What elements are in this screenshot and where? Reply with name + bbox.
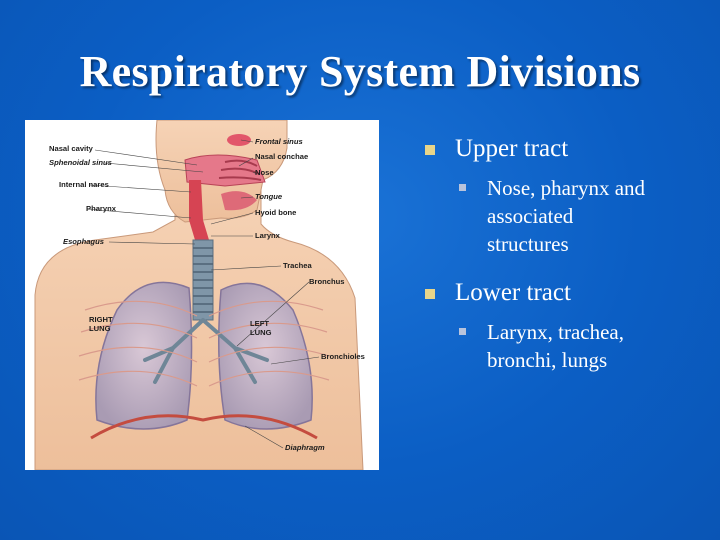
sub-bullet-upper-tract: Nose, pharynx and associated structures xyxy=(425,174,715,258)
sub-bullet-line: associated xyxy=(487,204,574,228)
label-nasal-cavity: Nasal cavity xyxy=(49,144,94,153)
bullet-square-icon xyxy=(425,145,435,155)
sub-bullet-line: Nose, pharynx and xyxy=(487,176,646,200)
bullet-text: Lower tract xyxy=(455,279,571,306)
label-larynx: Larynx xyxy=(255,231,281,240)
frontal-sinus-shape xyxy=(227,134,251,146)
bullet-upper-tract: Upper tract xyxy=(425,134,715,164)
sub-bullet-line: bronchi, lungs xyxy=(487,348,608,372)
tongue-shape xyxy=(221,191,257,211)
nasal-conchae-shape xyxy=(218,159,262,181)
label-sphenoidal-sinus: Sphenoidal sinus xyxy=(49,158,112,167)
bullet-lower-tract: Lower tract xyxy=(425,278,715,308)
bullet-square-icon xyxy=(425,289,435,299)
label-bronchioles: Bronchioles xyxy=(321,352,365,361)
label-right-lung-1: RIGHT xyxy=(89,315,113,324)
sub-bullet-line: Larynx, trachea, xyxy=(487,320,625,344)
label-bronchus: Bronchus xyxy=(309,277,344,286)
label-esophagus: Esophagus xyxy=(63,237,104,246)
diaphragm-shape xyxy=(90,414,318,440)
sub-bullet-line: structures xyxy=(487,232,569,256)
label-left-lung-2: LUNG xyxy=(250,328,272,337)
left-lung-shape xyxy=(218,282,313,430)
right-lung-shape xyxy=(95,281,193,430)
label-left-lung-1: LEFT xyxy=(250,319,269,328)
pharynx-shape xyxy=(189,180,209,240)
label-hyoid-bone: Hyoid bone xyxy=(255,208,296,217)
label-trachea: Trachea xyxy=(283,261,312,270)
label-pharynx: Pharynx xyxy=(86,204,117,213)
respiratory-diagram: Frontal sinus Nasal cavity Nasal conchae… xyxy=(25,120,379,470)
slide-title: Respiratory System Divisions xyxy=(79,47,641,96)
label-tongue: Tongue xyxy=(255,192,283,201)
sub-bullet-square-icon xyxy=(459,184,466,191)
diagram-svg: Frontal sinus Nasal cavity Nasal conchae… xyxy=(34,120,365,470)
label-nose: Nose xyxy=(255,168,274,177)
bronchi-shape xyxy=(143,318,269,384)
label-nasal-conchae: Nasal conchae xyxy=(255,152,308,161)
bullet-text: Upper tract xyxy=(455,135,569,162)
label-internal-nares: Internal nares xyxy=(59,180,109,189)
sub-bullet-square-icon xyxy=(459,328,466,335)
sub-bullet-lower-tract: Larynx, trachea, bronchi, lungs xyxy=(425,318,715,374)
label-frontal-sinus: Frontal sinus xyxy=(255,137,303,146)
bullet-list: Upper tract Nose, pharynx and associated… xyxy=(425,134,715,374)
label-diaphragm: Diaphragm xyxy=(285,443,325,452)
label-right-lung-2: LUNG xyxy=(89,324,111,333)
